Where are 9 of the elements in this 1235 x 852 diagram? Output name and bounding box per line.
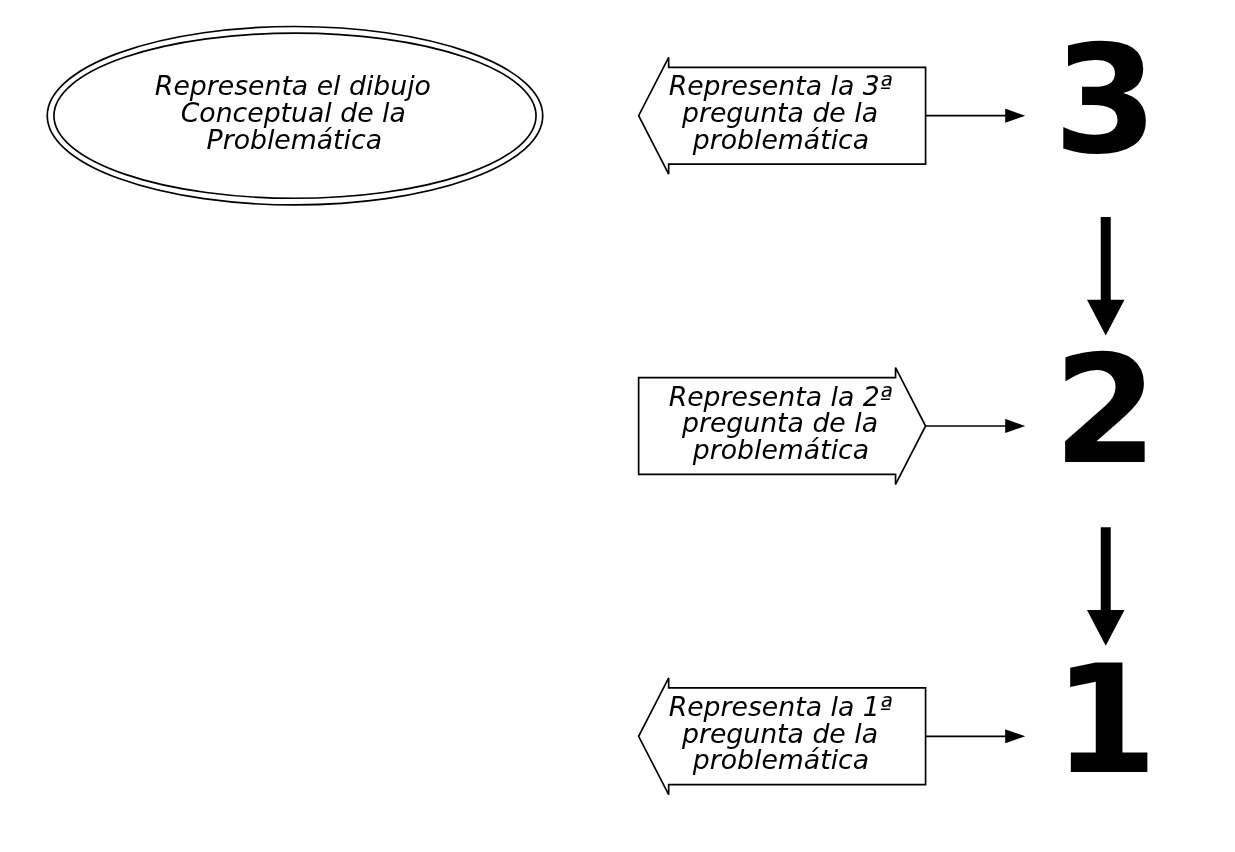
arrow [924,729,1025,744]
node-text: 1 [1052,633,1158,808]
arrow [924,108,1025,123]
node-text: 3 [1052,12,1158,187]
node-ellipse: Representa el dibujo Conceptual de la Problemática [45,25,544,206]
arrow [924,419,1025,433]
node-text: 2 [1052,322,1158,497]
arrow [1086,217,1125,336]
arrow [1086,527,1125,646]
